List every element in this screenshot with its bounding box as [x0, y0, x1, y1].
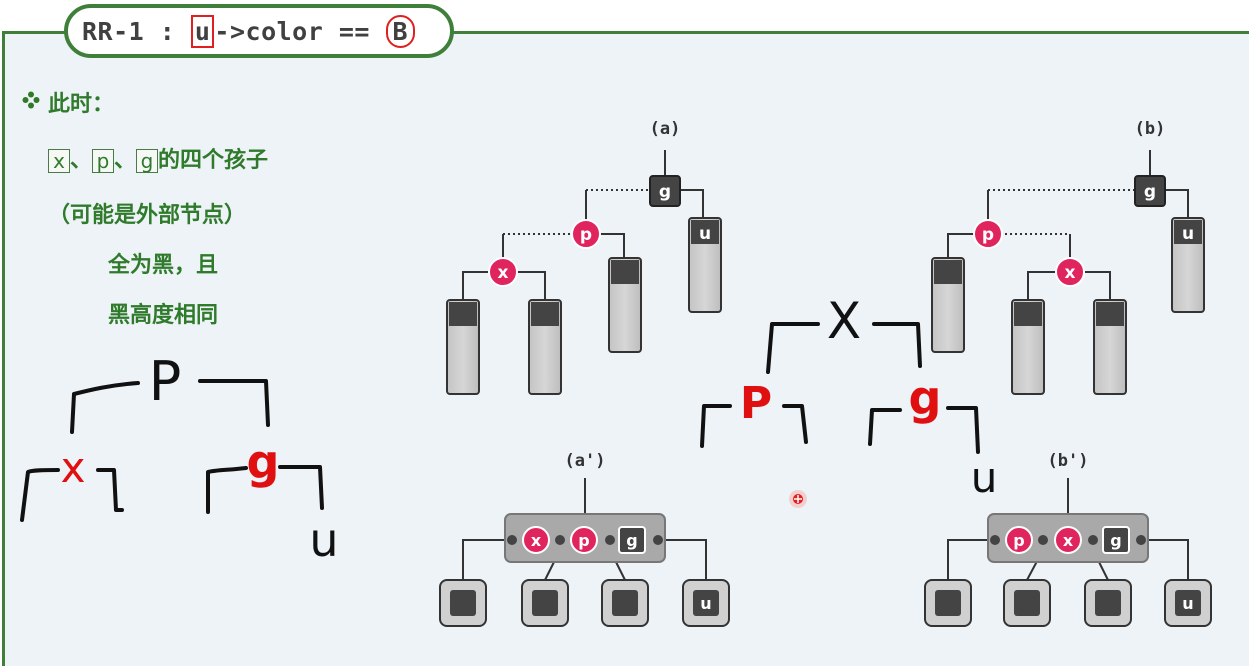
node-a-prime-g-label: g — [626, 531, 637, 550]
sep1: 、 — [70, 148, 93, 173]
node-b-p — [973, 219, 1003, 249]
title-b-highlight: B — [385, 15, 416, 48]
node-a-u: u — [699, 224, 711, 244]
hw-mid-root: X — [827, 292, 861, 350]
node-b-prime-p — [1005, 526, 1033, 554]
node-b-u: u — [1182, 224, 1194, 244]
node-a-x-label: x — [498, 263, 509, 283]
notes-line4: 黑高度相同 — [108, 303, 219, 328]
title-u-highlight: u — [190, 15, 215, 48]
notes-line3: 全为黑，且 — [108, 253, 219, 278]
title-box: RR-1 : u->color == B — [64, 4, 454, 58]
node-b-p-label: p — [982, 225, 994, 245]
hw-left-root: P — [149, 350, 182, 413]
node-a-prime-p-label: p — [578, 531, 589, 550]
sep2: 、 — [114, 148, 137, 173]
node-a-prime-p — [570, 526, 598, 554]
node-a-prime-g — [618, 526, 646, 554]
hw-left-leaf: u — [309, 513, 338, 567]
notes-line2: （可能是外部节点） — [48, 203, 247, 228]
pointer-icon — [789, 490, 807, 508]
node-b-x-label: x — [1065, 263, 1076, 283]
node-a-prime-u-label: u — [700, 594, 711, 613]
node-b-x — [1055, 257, 1085, 287]
slide-title: RR-1 : u->color == B — [82, 15, 416, 48]
node-b-prime-u-label: u — [1182, 594, 1193, 613]
node-a-prime-x — [522, 526, 550, 554]
node-b-prime-p-label: p — [1013, 531, 1024, 550]
node-b-prime-g-label: g — [1110, 531, 1121, 550]
notes-heading: 此时： — [48, 92, 115, 117]
node-b-g — [1134, 175, 1166, 207]
boxed-g: g — [136, 149, 159, 173]
node-b-prime-g — [1102, 526, 1130, 554]
diamond-bullet-icon — [22, 91, 40, 109]
label-b: (b) — [1135, 119, 1166, 139]
node-a-p — [571, 219, 601, 249]
node-b-prime-x-label: x — [1063, 531, 1074, 550]
node-a-prime-x-label: x — [531, 531, 542, 550]
hw-left-left: x — [61, 443, 86, 492]
handwritten-tree-left — [20, 379, 324, 522]
title-prefix: RR-1 : — [82, 17, 191, 46]
label-a-prime: (a') — [565, 451, 606, 471]
node-a-x — [488, 257, 518, 287]
tree-b-prime-leaves — [924, 579, 1212, 627]
tree-a-prime-leaves — [439, 579, 730, 627]
tree-a-leaves — [446, 217, 722, 395]
handwritten-tree-mid — [700, 322, 980, 454]
hw-mid-left: P — [740, 378, 772, 429]
label-a: (a) — [650, 119, 681, 139]
node-b-prime-x — [1054, 526, 1082, 554]
node-a-g — [649, 175, 681, 207]
label-b-prime: (b') — [1048, 451, 1089, 471]
line1-rest: 的四个孩子 — [158, 148, 269, 173]
boxed-x: x — [48, 149, 70, 173]
node-a-p-label: p — [580, 225, 592, 245]
tree-b-leaves — [931, 217, 1205, 395]
title-middle: ->color == — [214, 17, 386, 46]
node-a-g-label: g — [659, 182, 671, 202]
boxed-p: p — [92, 149, 115, 173]
hw-mid-leaf: u — [971, 453, 998, 502]
hw-left-right: g — [247, 435, 280, 489]
hw-mid-right: g — [909, 371, 942, 425]
node-b-g-label: g — [1144, 182, 1156, 202]
